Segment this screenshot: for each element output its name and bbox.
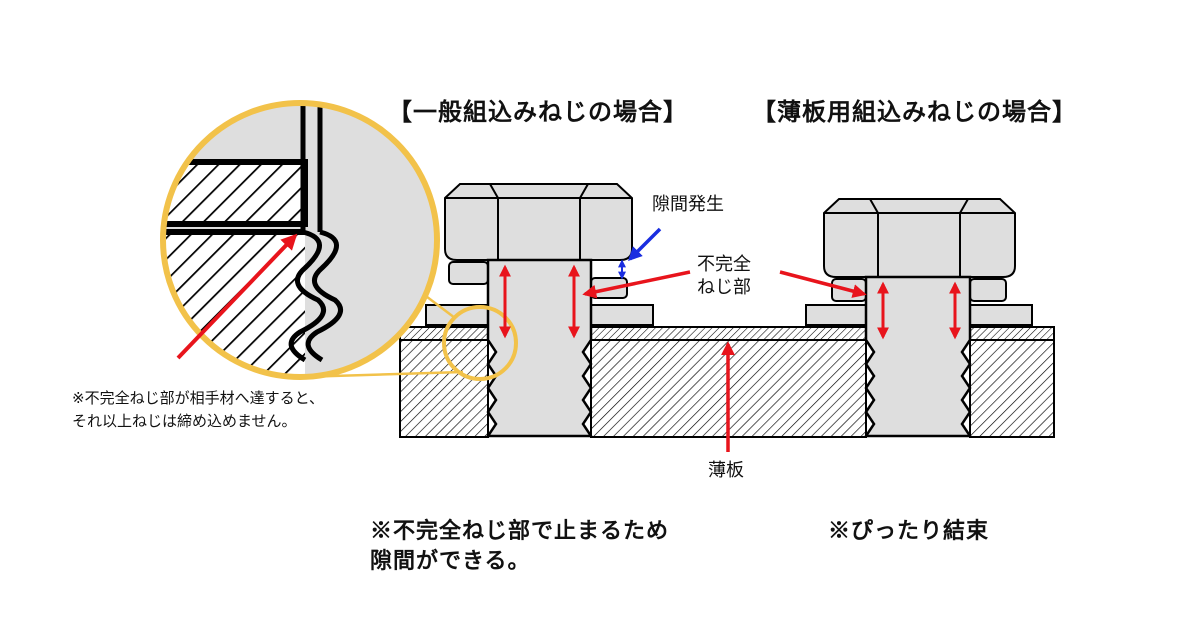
zoom-callout [160, 100, 518, 381]
zoom-note-line-1: ※不完全ねじ部が相手材へ達すると、 [72, 389, 324, 407]
general-note-line-1: ※不完全ねじ部で止まるため [370, 518, 670, 544]
title-general: 【一般組込みねじの場合】 [388, 97, 688, 126]
thin-plate-right [969, 326, 1055, 341]
thin-note: ※ぴったり結束 [828, 518, 990, 544]
thin-assembly [805, 198, 1055, 438]
flat-washer-thin-left [805, 304, 867, 326]
flat-washer-thin-right [969, 304, 1033, 326]
zoom-small-ring [442, 305, 518, 381]
shank-right [863, 275, 973, 438]
incomplete-thread-label-2: ねじ部 [697, 277, 751, 298]
shank-left [485, 258, 594, 438]
spring-washer-thin-right [969, 278, 1007, 302]
title-thin: 【薄板用組込みねじの場合】 [752, 97, 1077, 126]
gap-pointer [628, 227, 662, 261]
incomplete-pointer-right [779, 270, 867, 298]
spring-washer-left [448, 261, 489, 285]
zoom-note-line-2: それ以上ねじは締め込めません。 [72, 412, 297, 430]
zoom-arrow [176, 233, 298, 360]
thin-plate-label: 薄板 [708, 460, 744, 481]
incomplete-thread-label-1: 不完全 [697, 254, 751, 275]
incomplete-pointer-left [582, 270, 691, 299]
hex-head-right [823, 198, 1016, 278]
arrows [499, 227, 961, 452]
thin-plate-mid [590, 326, 867, 341]
gap-label: 隙間発生 [652, 194, 724, 215]
general-note-line-2: 隙間ができる。 [370, 548, 531, 574]
flat-washer-right [590, 304, 654, 326]
base-block-left [399, 339, 489, 438]
base-block-right [969, 339, 1055, 438]
hex-head-left [444, 183, 633, 261]
zoom-ring [160, 100, 440, 380]
